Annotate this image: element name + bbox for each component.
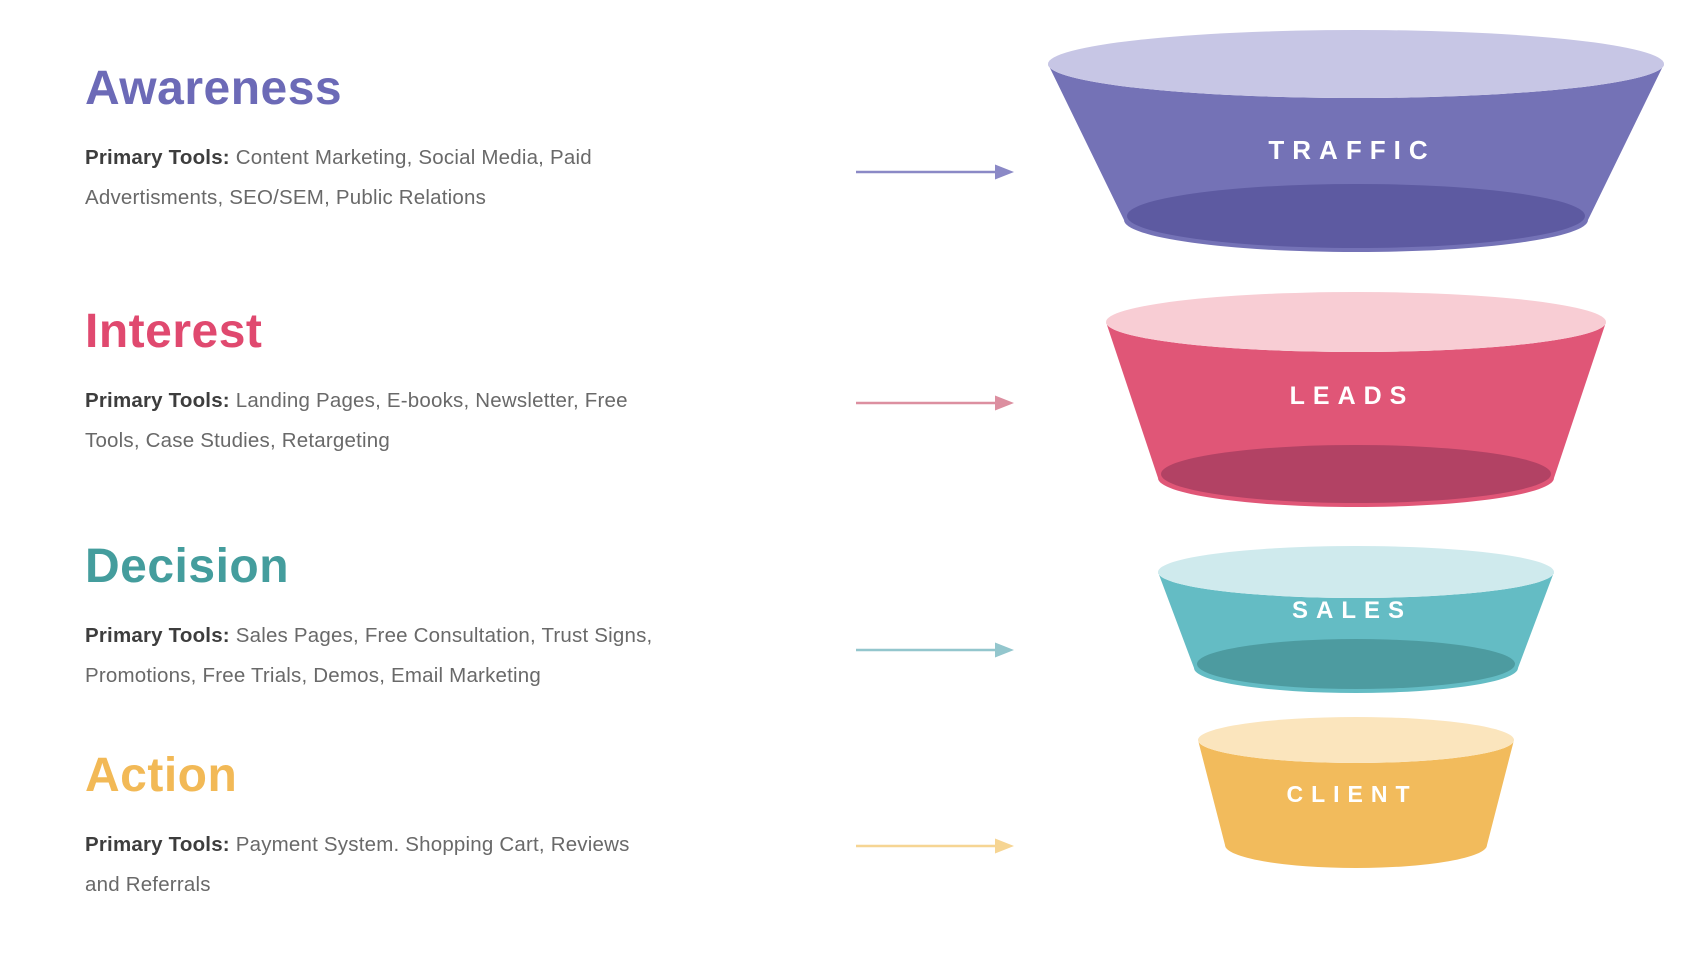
bucket-body	[1198, 740, 1514, 868]
funnel-segment-leads: LEADS	[1106, 292, 1606, 507]
arrow-head	[995, 838, 1014, 854]
stage-tools-text: Primary Tools: Payment System. Shopping …	[85, 825, 660, 905]
tools-list: Sales Pages, Free Consultation, Trust Si…	[85, 624, 653, 687]
funnel-segment-traffic: TRAFFIC	[1048, 30, 1664, 252]
bucket-top-surface	[1158, 546, 1554, 598]
stage-heading: Awareness	[85, 62, 343, 115]
bucket-bottom-shadow	[1127, 184, 1585, 248]
tools-list: Landing Pages, E-books, Newsletter, Free…	[85, 389, 628, 452]
stage-heading: Action	[85, 749, 238, 802]
stage-tools-text: Primary Tools: Landing Pages, E-books, N…	[85, 381, 637, 461]
stage-block-decision: Decision Primary Tools: Sales Pages, Fre…	[85, 542, 750, 696]
tools-list: Content Marketing, Social Media, Paid Ad…	[85, 146, 592, 209]
stage-heading: Decision	[85, 540, 290, 593]
arrow-icon-awareness	[856, 164, 1014, 180]
tools-list: Payment System. Shopping Cart, Reviews a…	[85, 833, 630, 896]
funnel-segment-client: CLIENT	[1198, 717, 1514, 868]
bucket-top-surface	[1048, 30, 1664, 98]
primary-tools-label: Primary Tools:	[85, 833, 230, 856]
bucket-label-sales: SALES	[1292, 597, 1412, 624]
arrow-icon-interest	[856, 395, 1014, 411]
stage-block-awareness: Awareness Primary Tools: Content Marketi…	[85, 64, 685, 218]
bucket-label-client: CLIENT	[1286, 781, 1417, 807]
stage-heading: Interest	[85, 305, 263, 358]
bucket-top-surface	[1106, 292, 1606, 352]
bucket-label-leads: LEADS	[1290, 382, 1415, 410]
bucket-bottom-shadow	[1197, 639, 1515, 689]
arrow-head	[995, 395, 1014, 411]
stage-tools-text: Primary Tools: Sales Pages, Free Consult…	[85, 616, 750, 696]
arrow-head	[995, 164, 1014, 180]
stage-block-interest: Interest Primary Tools: Landing Pages, E…	[85, 307, 637, 461]
stage-tools-text: Primary Tools: Content Marketing, Social…	[85, 138, 685, 218]
arrow-icon-action	[856, 838, 1014, 854]
bucket-bottom-shadow	[1161, 445, 1551, 503]
bucket-label-traffic: TRAFFIC	[1268, 135, 1435, 165]
primary-tools-label: Primary Tools:	[85, 624, 230, 647]
funnel-segment-sales: SALES	[1158, 546, 1554, 693]
stage-block-action: Action Primary Tools: Payment System. Sh…	[85, 751, 660, 905]
primary-tools-label: Primary Tools:	[85, 389, 230, 412]
primary-tools-label: Primary Tools:	[85, 146, 230, 169]
arrow-icon-decision	[856, 642, 1014, 658]
bucket-top-surface	[1198, 717, 1514, 763]
arrow-head	[995, 642, 1014, 658]
